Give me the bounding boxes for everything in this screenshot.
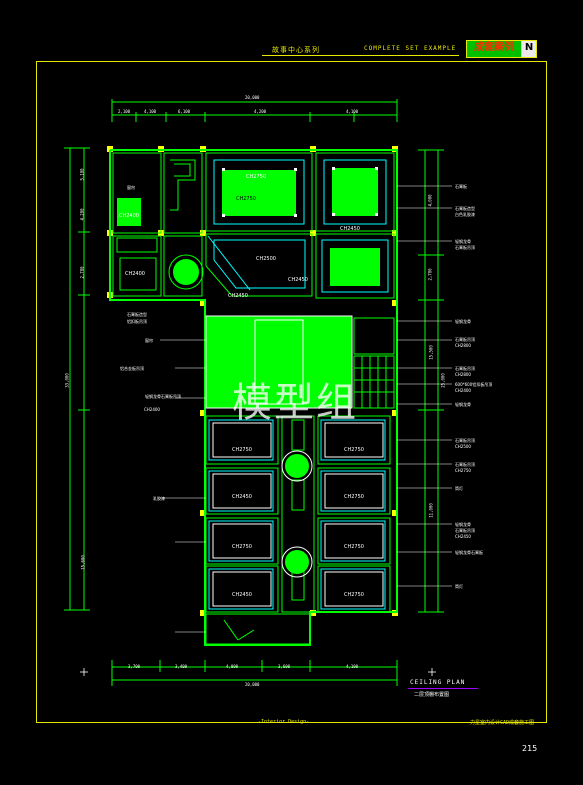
right-label: CH2500 bbox=[455, 444, 471, 449]
left-label: 乳胶漆 bbox=[153, 496, 165, 501]
height-label: CH2500 bbox=[256, 256, 276, 262]
dim-bottom: 3,600 bbox=[278, 664, 291, 669]
height-label: CH2750 bbox=[344, 544, 364, 550]
ceiling-plan-title: CEILING PLAN bbox=[410, 679, 466, 686]
right-label: 石膏板吊顶 bbox=[455, 245, 475, 250]
right-label: CH2800 bbox=[455, 372, 471, 377]
dim-top: 4,100 bbox=[144, 109, 157, 114]
dim-overall-top: 20,000 bbox=[245, 95, 260, 100]
right-label: 石膏板造型 bbox=[455, 206, 475, 211]
right-label: 轻钢龙骨 bbox=[455, 522, 471, 527]
ceiling-plan-subtitle: 二层顶棚布置图 bbox=[414, 692, 450, 698]
height-label: CH2450 bbox=[228, 293, 248, 299]
right-label: 轻钢龙骨石膏板 bbox=[455, 550, 483, 555]
right-label: 石膏板吊顶 bbox=[455, 462, 475, 467]
height-label: CH2450 bbox=[340, 226, 360, 232]
dim-top: 4,200 bbox=[254, 109, 267, 114]
watermark: 模型组 bbox=[232, 380, 358, 426]
right-label: CH2800 bbox=[455, 343, 471, 348]
right-label: 石膏板 bbox=[455, 184, 467, 189]
right-label: CH2400 bbox=[455, 388, 471, 393]
right-label: CH2450 bbox=[455, 534, 471, 539]
right-label: 轻钢龙骨 bbox=[455, 402, 471, 407]
footer-left: -Interior Design- bbox=[258, 719, 310, 725]
dim-top: 4,100 bbox=[346, 109, 359, 114]
brand-mark-icon: N bbox=[521, 40, 537, 58]
right-label: 筒灯 bbox=[455, 486, 463, 491]
left-label: 铝扣板吊顶 bbox=[127, 319, 147, 324]
left-label: CH2400 bbox=[144, 407, 160, 412]
right-label: CH2750 bbox=[455, 468, 471, 473]
right-label: 石膏板吊顶 bbox=[455, 528, 475, 533]
dim-top: 2,100 bbox=[118, 109, 131, 114]
right-label: 筒灯 bbox=[455, 584, 463, 589]
height-label: CH2400 bbox=[125, 271, 145, 277]
page-number: 215 bbox=[522, 744, 538, 753]
height-label: CH2750 bbox=[236, 196, 256, 202]
dim-top: 6,100 bbox=[178, 109, 191, 114]
brand-label: 成套案例 bbox=[474, 42, 514, 53]
dim-bottom: 3,700 bbox=[128, 664, 141, 669]
right-label: 石膏板吊顶 bbox=[455, 366, 475, 371]
height-label: CH2750 bbox=[344, 447, 364, 453]
height-label: CH2450 bbox=[232, 592, 252, 598]
header-title-cn: 故事中心系列 bbox=[272, 46, 320, 54]
height-label: CH2750 bbox=[344, 592, 364, 598]
left-label: 石膏板造型 bbox=[127, 312, 147, 317]
brand-mark-label: N bbox=[524, 42, 534, 53]
left-label: 窗帘 bbox=[145, 338, 153, 343]
footer-right: 力星室内设计CAD成套施工图 bbox=[470, 720, 535, 726]
right-label: 轻钢龙骨 bbox=[455, 239, 471, 244]
dim-bottom: 4,000 bbox=[226, 664, 239, 669]
dim-overall-bottom: 20,000 bbox=[245, 682, 260, 687]
ceiling-title-rule bbox=[408, 688, 478, 689]
height-label: CH2450 bbox=[232, 494, 252, 500]
height-label: CH2400 bbox=[119, 213, 139, 219]
header-rule bbox=[262, 55, 459, 56]
left-label: 轻钢龙骨石膏板吊顶 bbox=[145, 394, 181, 399]
left-label: 窗帘 bbox=[127, 185, 135, 190]
dim-bottom: 3,400 bbox=[175, 664, 188, 669]
right-label: 轻钢龙骨 bbox=[455, 319, 471, 324]
brand-logo: 成套案例 bbox=[466, 40, 522, 58]
height-label: CH2750 bbox=[232, 447, 252, 453]
right-label: 石膏板吊顶 bbox=[455, 438, 475, 443]
height-label: CH2750 bbox=[232, 544, 252, 550]
height-label: CH2450 bbox=[288, 277, 308, 283]
left-label: 铝合金板吊顶 bbox=[120, 366, 144, 371]
height-label: CH2750 bbox=[246, 174, 266, 180]
dim-bottom: 4,100 bbox=[346, 664, 359, 669]
right-label: 白色乳胶漆 bbox=[455, 212, 475, 217]
right-label: 石膏板吊顶 bbox=[455, 337, 475, 342]
drawing-frame bbox=[36, 61, 547, 723]
right-label: 600*600铝扣板吊顶 bbox=[455, 382, 493, 387]
height-label: CH2750 bbox=[344, 494, 364, 500]
header-title-en: COMPLETE SET EXAMPLE bbox=[364, 45, 457, 52]
